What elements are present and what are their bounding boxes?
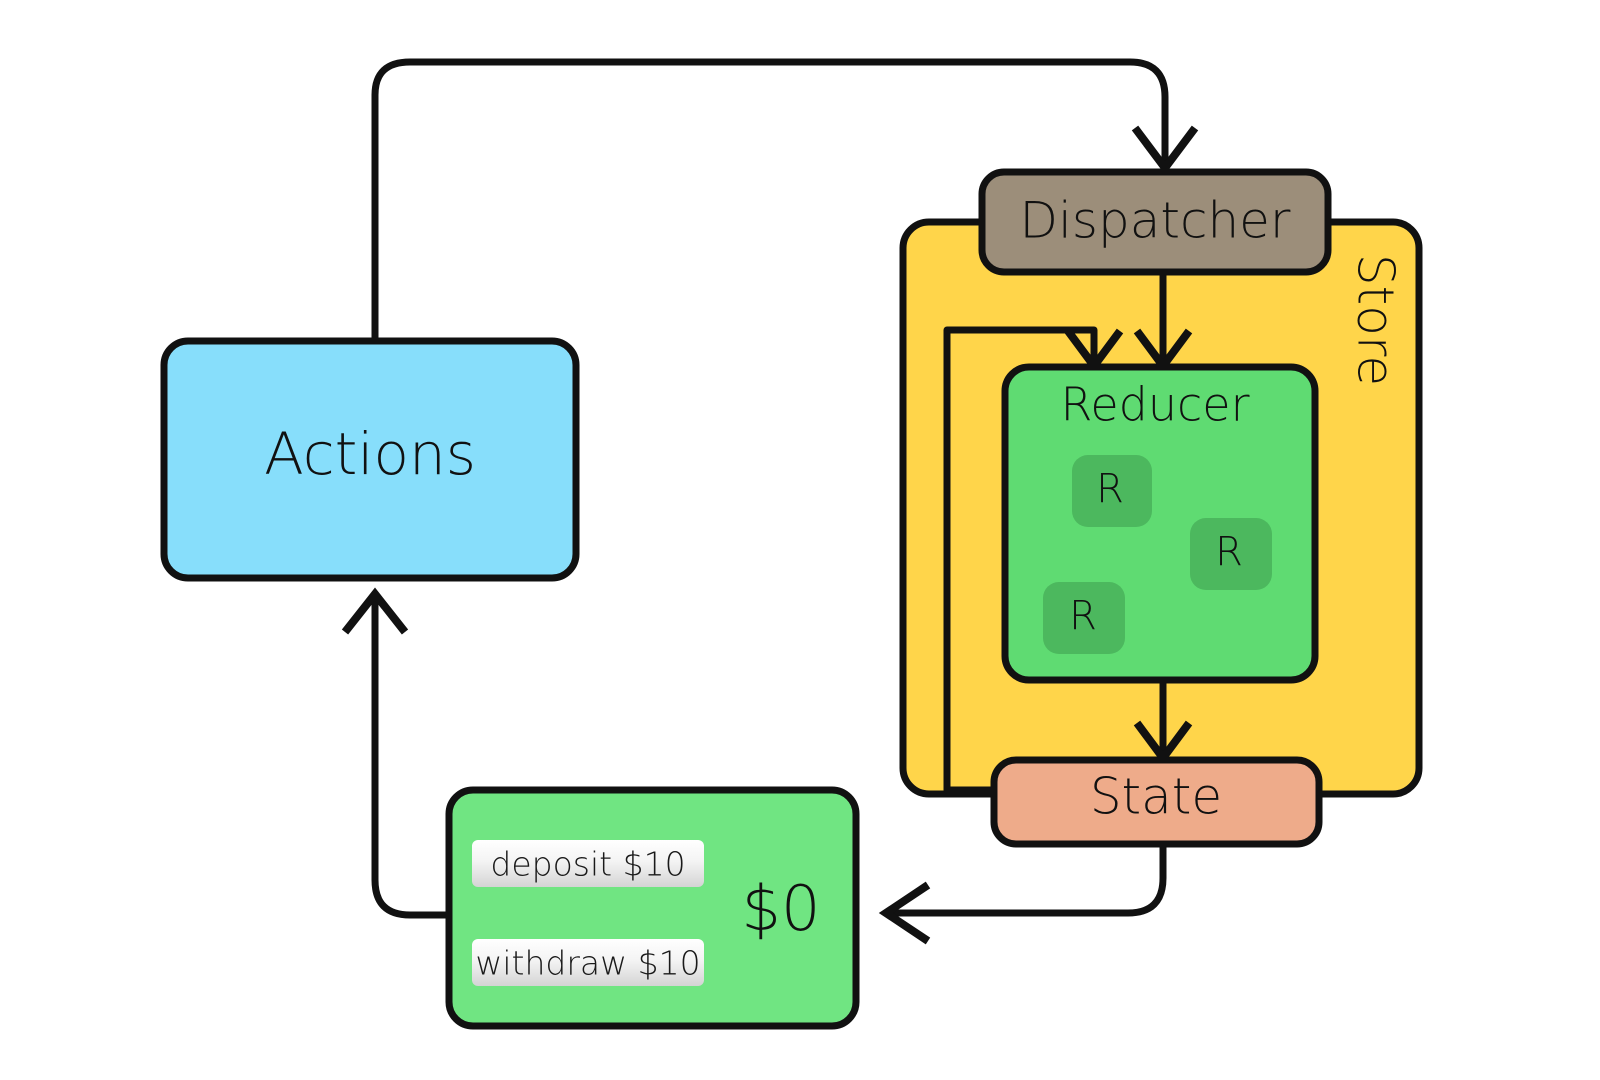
reducer-item-0: R [1072, 455, 1152, 527]
reducer-node: Reducer R R R [1001, 363, 1319, 684]
reducer-label: Reducer [1060, 378, 1249, 432]
edge-ui-to-actions [341, 587, 452, 919]
svg-text:R: R [1069, 593, 1097, 639]
actions-label: Actions [264, 420, 476, 488]
state-node: State [990, 756, 1323, 848]
store-label: Store [1347, 254, 1405, 386]
deposit-button[interactable]: deposit $10 [472, 840, 704, 887]
dispatcher-label: Dispatcher [1020, 192, 1291, 250]
edge-actions-to-dispatcher [371, 58, 1199, 340]
actions-node: Actions [160, 337, 580, 582]
withdraw-button[interactable]: withdraw $10 [472, 939, 704, 986]
reducer-item-2: R [1043, 582, 1125, 654]
edge-state-to-ui [878, 844, 1167, 945]
balance-amount: $0 [742, 872, 821, 945]
deposit-button-label: deposit $10 [490, 845, 685, 884]
svg-text:R: R [1215, 529, 1243, 575]
reducer-item-1: R [1190, 518, 1272, 590]
svg-text:R: R [1096, 466, 1124, 512]
state-label: State [1090, 768, 1222, 826]
withdraw-button-label: withdraw $10 [475, 944, 700, 983]
dispatcher-node: Dispatcher [978, 168, 1332, 276]
ui-widget: deposit $10 withdraw $10 $0 [445, 786, 860, 1030]
